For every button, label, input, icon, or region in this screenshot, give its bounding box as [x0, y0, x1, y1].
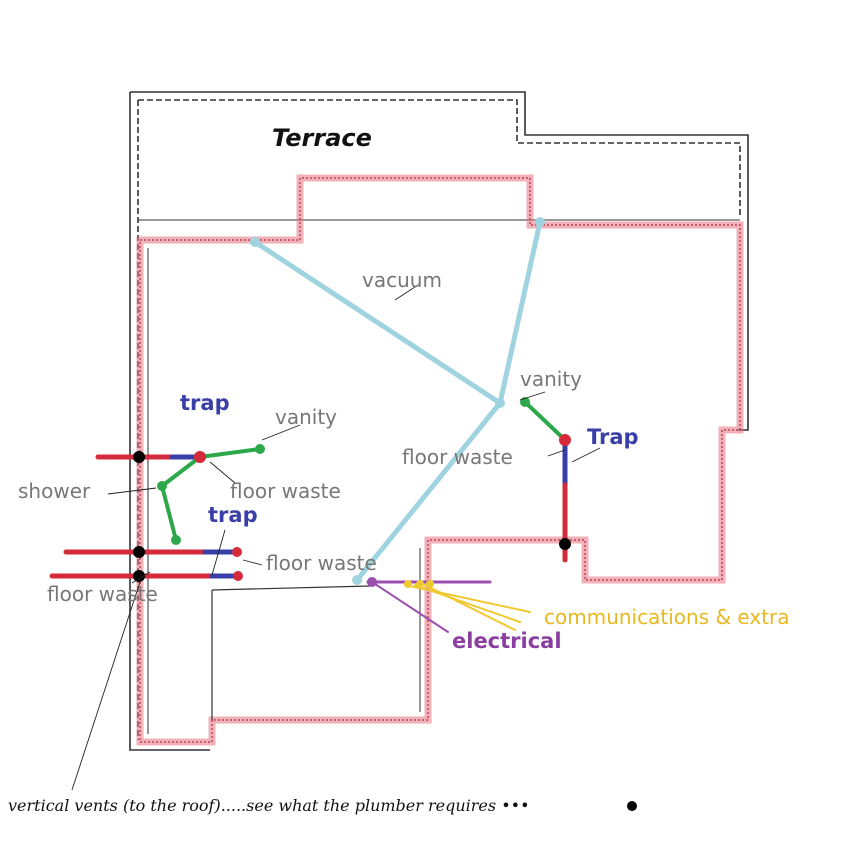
electrical-comm-lines	[366, 580, 531, 633]
vacuum-points	[250, 217, 545, 585]
floor-waste-point-right	[559, 434, 571, 446]
electrical-point	[367, 577, 377, 587]
floor-waste-bottom-left-label: floor waste	[47, 582, 158, 606]
floor-waste-right-label: floor waste	[402, 445, 513, 469]
communications-label: communications & extra	[544, 605, 790, 629]
vertical-vent-right	[559, 538, 571, 550]
vacuum-point-top-left	[250, 237, 260, 247]
vacuum-point-bottom	[352, 575, 362, 585]
floor-waste-point-bottom	[233, 571, 243, 581]
shower-point	[157, 481, 167, 491]
electrical-comm-points	[367, 577, 434, 588]
vertical-vent-1	[133, 451, 145, 463]
trap-left-bottom-label: trap	[208, 503, 258, 527]
trap-left-top-label: trap	[180, 391, 230, 415]
electrical-label: electrical	[452, 629, 562, 653]
shower-label: shower	[18, 479, 91, 503]
vents-note: vertical vents (to the roof).....see wha…	[8, 796, 530, 815]
vacuum-lines	[252, 219, 543, 583]
insulated-wall	[136, 174, 744, 746]
vanity-left-label: vanity	[275, 405, 337, 429]
trap-right-label: Trap	[587, 425, 639, 449]
floor-waste-point-mid	[232, 547, 242, 557]
comm-point-1	[404, 580, 412, 588]
comm-point-2	[416, 580, 424, 588]
floor-waste-mid-label: floor waste	[266, 551, 377, 575]
outer-walls	[129, 91, 749, 751]
floor-waste-center-left-label: floor waste	[230, 479, 341, 503]
vacuum-point-center	[495, 398, 505, 408]
left-bathroom-fixtures	[133, 444, 265, 582]
right-bathroom-fixtures	[520, 397, 571, 550]
shower-end-point	[171, 535, 181, 545]
leader-lines	[71, 284, 601, 791]
terrace-label: Terrace	[272, 124, 372, 152]
right-bathroom-plumbing	[523, 400, 568, 563]
vanity-point-left	[255, 444, 265, 454]
vertical-vent-3	[133, 570, 145, 582]
floor-waste-point-left	[194, 451, 206, 463]
vertical-vent-2	[133, 546, 145, 558]
vacuum-label: vacuum	[362, 268, 442, 292]
comm-point-3	[426, 580, 434, 588]
vanity-right-label: vanity	[520, 367, 582, 391]
vacuum-point-top-right	[535, 217, 545, 227]
vent-legend-dot	[627, 801, 637, 811]
